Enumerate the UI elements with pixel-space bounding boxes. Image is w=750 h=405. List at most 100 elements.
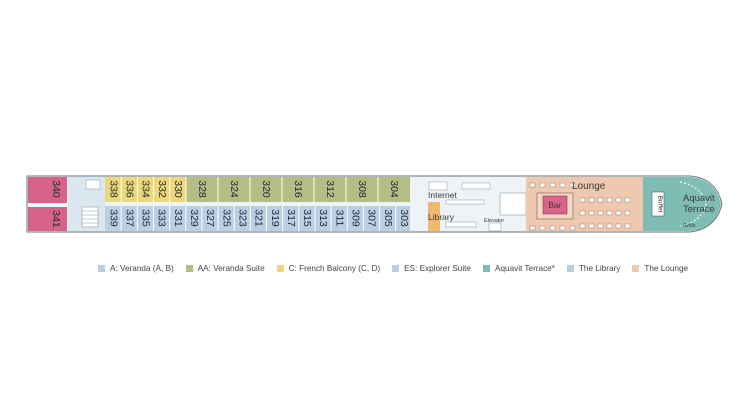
library-area bbox=[428, 202, 440, 231]
lounge-table bbox=[588, 197, 595, 203]
cabin-308: 308 bbox=[356, 180, 368, 198]
cabin-315: 315 bbox=[301, 209, 313, 227]
french-balcony-row bbox=[105, 177, 186, 202]
cabin-333: 333 bbox=[156, 209, 168, 227]
legend-item-veranda: A: Veranda (A, B) bbox=[98, 264, 174, 273]
cabin-313: 313 bbox=[317, 209, 329, 227]
midship-counter bbox=[461, 182, 491, 190]
legend-swatch bbox=[98, 265, 105, 272]
lounge-table bbox=[606, 210, 613, 216]
lounge-tables bbox=[529, 182, 631, 231]
lounge-table bbox=[559, 225, 566, 231]
library-shelf bbox=[445, 199, 485, 205]
legend-label: A: Veranda (A, B) bbox=[110, 264, 174, 273]
legend-item-veranda-suite: AA: Veranda Suite bbox=[185, 264, 265, 273]
legend-item-explorer-suite: ES: Explorer Suite bbox=[392, 264, 471, 273]
lounge-table bbox=[549, 225, 556, 231]
legend-swatch bbox=[566, 265, 574, 272]
cabin-332: 332 bbox=[156, 180, 168, 198]
elevator-label: Elevator bbox=[484, 218, 504, 224]
elevator-shaft bbox=[488, 222, 502, 232]
lounge-table bbox=[549, 182, 556, 188]
cabin-319: 319 bbox=[269, 209, 281, 227]
legend-label: ES: Explorer Suite bbox=[404, 264, 471, 273]
library-shelf bbox=[445, 221, 477, 228]
legend-swatch bbox=[185, 265, 193, 272]
legend: A: Veranda (A, B) AA: Veranda Suite C: F… bbox=[98, 264, 700, 273]
cabin-321: 321 bbox=[253, 209, 265, 227]
lounge-table bbox=[559, 182, 566, 188]
cabin-335: 335 bbox=[140, 209, 152, 227]
internet-desk bbox=[428, 181, 448, 191]
aft-small-room bbox=[85, 179, 101, 190]
lounge-table bbox=[579, 210, 586, 216]
legend-label: AA: Veranda Suite bbox=[197, 264, 265, 273]
veranda-suite-row bbox=[186, 177, 410, 202]
cabin-327: 327 bbox=[204, 209, 216, 227]
lounge-table bbox=[597, 210, 604, 216]
lounge-table bbox=[529, 225, 536, 231]
terrace-seating bbox=[679, 181, 707, 227]
cabin-corridor bbox=[105, 202, 410, 206]
lounge-table bbox=[539, 182, 546, 188]
lounge-table bbox=[597, 197, 604, 203]
buffet-label: Buffet bbox=[656, 196, 663, 213]
lounge-table bbox=[606, 197, 613, 203]
aquavit-label: Aquavit bbox=[683, 193, 715, 204]
cabin-336: 336 bbox=[124, 180, 136, 198]
legend-label: C: French Balcony (C, D) bbox=[288, 264, 381, 273]
lounge-table bbox=[529, 182, 536, 188]
cabin-325: 325 bbox=[220, 209, 232, 227]
lounge-table bbox=[624, 223, 631, 229]
lounge-table bbox=[624, 197, 631, 203]
lounge-table bbox=[615, 197, 622, 203]
bar bbox=[542, 195, 568, 215]
cabin-324: 324 bbox=[228, 180, 240, 198]
cabin-305: 305 bbox=[382, 209, 394, 227]
library-label: Library bbox=[428, 212, 455, 222]
lounge-table bbox=[606, 223, 613, 229]
cabin-309: 309 bbox=[350, 209, 362, 227]
midship-stairs bbox=[499, 192, 527, 216]
cabin-328: 328 bbox=[196, 180, 208, 198]
lounge-table bbox=[539, 225, 546, 231]
lounge-table bbox=[569, 225, 576, 231]
grills-label: Grills bbox=[683, 223, 696, 229]
cabin-320: 320 bbox=[260, 180, 272, 198]
legend-swatch bbox=[483, 265, 490, 272]
lounge-table bbox=[579, 223, 586, 229]
legend-swatch bbox=[276, 265, 284, 272]
lounge-table bbox=[588, 223, 595, 229]
bar-label: Bar bbox=[548, 200, 561, 210]
legend-item-library: The Library bbox=[566, 264, 621, 273]
cabin-330: 330 bbox=[172, 180, 184, 198]
cabin-307: 307 bbox=[366, 209, 378, 227]
cabin-dividers bbox=[120, 177, 413, 231]
cabin-341-label: 341 bbox=[50, 210, 62, 228]
lounge-table bbox=[615, 223, 622, 229]
cabin-331: 331 bbox=[172, 209, 184, 227]
cabin-334: 334 bbox=[140, 180, 152, 198]
cabin-317: 317 bbox=[285, 209, 297, 227]
cabin-329: 329 bbox=[188, 209, 200, 227]
legend-swatch bbox=[392, 265, 400, 272]
lounge-table bbox=[588, 210, 595, 216]
terrace-label: Terrace bbox=[683, 204, 715, 215]
legend-swatch bbox=[632, 265, 640, 272]
cabin-311: 311 bbox=[333, 210, 345, 227]
aft-stairs bbox=[81, 206, 99, 228]
cabin-304: 304 bbox=[388, 180, 400, 198]
cabin-323: 323 bbox=[236, 209, 248, 227]
cabin-312: 312 bbox=[324, 180, 336, 198]
lounge-table bbox=[579, 197, 586, 203]
buffet-counter bbox=[651, 191, 665, 217]
aquavit-terrace-area bbox=[643, 177, 721, 231]
cabin-339: 339 bbox=[107, 209, 119, 227]
legend-label: The Library bbox=[578, 264, 621, 273]
lounge-table bbox=[569, 182, 576, 188]
cabin-316: 316 bbox=[292, 180, 304, 198]
legend-label: The Lounge bbox=[644, 264, 689, 273]
cabin-303: 303 bbox=[398, 209, 410, 227]
